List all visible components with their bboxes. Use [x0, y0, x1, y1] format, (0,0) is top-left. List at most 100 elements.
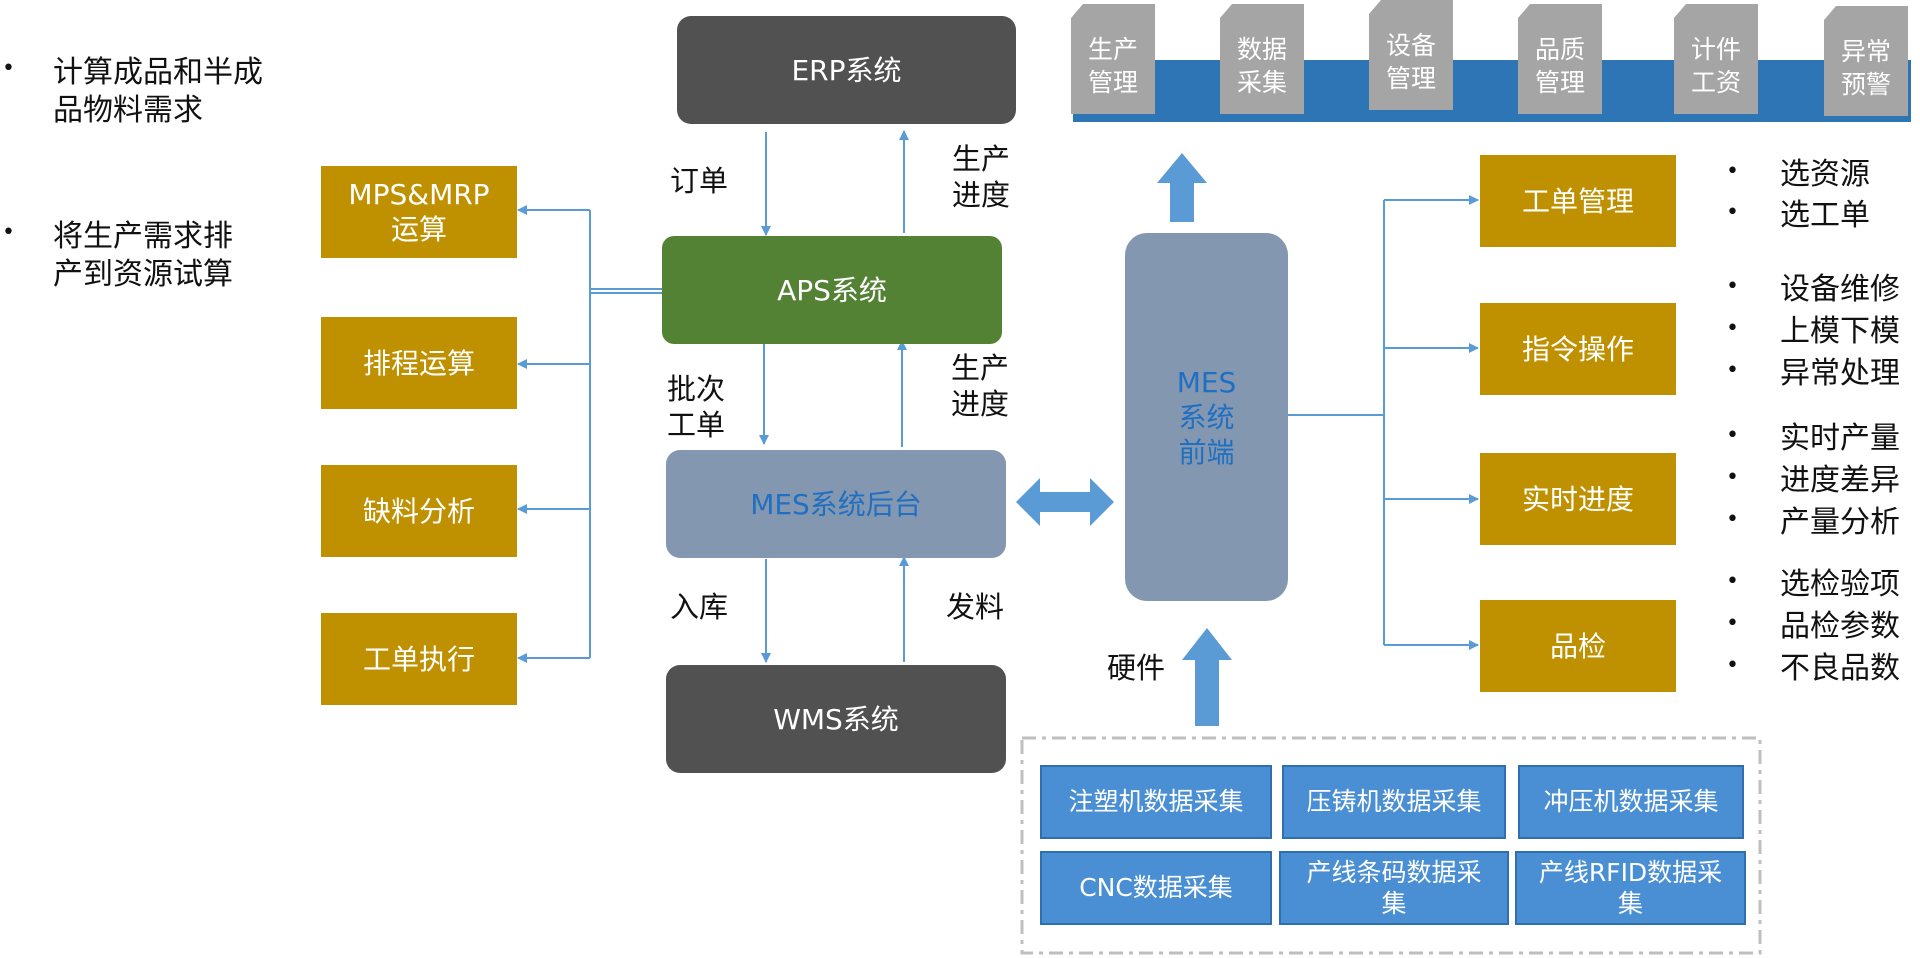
tab-shape	[1071, 4, 1155, 114]
wms-system-label: WMS系统	[773, 702, 899, 736]
module-tab-data-collection-text: 数据采集	[1236, 35, 1287, 97]
bullet-dot: •	[1726, 159, 1739, 184]
erp-system-box: ERP系统	[677, 16, 1016, 124]
bullet-progress-variance: 进度差异	[1780, 463, 1900, 498]
work-order-execution-box: 工单执行	[321, 613, 517, 705]
bullet-select-order: 选工单	[1780, 198, 1870, 233]
bidirectional-arrow	[1016, 478, 1114, 526]
mps-mrp-line2: 运算	[390, 213, 447, 246]
injection-machine-collection-label: 注塑机数据采集	[1068, 787, 1244, 817]
left-note-1: • 计算成品和半成 品物料需求	[2, 55, 302, 135]
rfid-collection-line1: 产线RFID数据采	[1538, 857, 1723, 887]
bullets-work-order: • 选资源 • 选工单	[1726, 156, 1916, 236]
left-note-1-line2: 品物料需求	[53, 93, 203, 128]
module-tab-data-collection: 数据采集	[1220, 4, 1304, 114]
instruction-operation-label: 指令操作	[1521, 332, 1634, 366]
left-note-1-line1: 计算成品和半成	[53, 55, 263, 90]
modules-banner	[1073, 60, 1911, 122]
module-tab-alert: 异常预警	[1824, 6, 1908, 116]
bullet-dot: •	[1726, 358, 1739, 383]
inspection-box: 品检	[1480, 600, 1676, 692]
bullet-dot: •	[1726, 200, 1739, 225]
bullet-select-inspection-item: 选检验项	[1780, 567, 1900, 602]
bullet-output-analysis: 产量分析	[1780, 505, 1900, 540]
mes-frontend-line1: MES	[1176, 365, 1237, 399]
stamping-collection-label: 冲压机数据采集	[1543, 787, 1719, 817]
module-tab-equipment: 设备管理	[1369, 0, 1453, 110]
erp-progress-label: 生产 进度	[952, 141, 1010, 214]
module-tab-piecework-text: 计件工资	[1690, 35, 1741, 97]
injection-machine-collection-box: 注塑机数据采集	[1040, 765, 1272, 839]
bullet-defect-count: 不良品数	[1780, 651, 1900, 686]
bullet-select-resource: 选资源	[1780, 157, 1870, 192]
cnc-collection-label: CNC数据采集	[1079, 873, 1233, 903]
work-order-management-box: 工单管理	[1480, 155, 1676, 247]
scheduling-box: 排程运算	[321, 317, 517, 409]
bullet-dot: •	[1726, 465, 1739, 490]
instruction-operation-box: 指令操作	[1480, 303, 1676, 395]
bullet-inspection-params: 品检参数	[1780, 609, 1900, 644]
bullet-dot: •	[2, 220, 15, 245]
barcode-collection-line2: 集	[1381, 889, 1407, 918]
hardware-label: 硬件	[1107, 651, 1166, 685]
module-tab-production: 生产管理	[1071, 4, 1155, 114]
barcode-collection-box: 产线条码数据采 集	[1279, 851, 1509, 925]
cnc-collection-box: CNC数据采集	[1040, 851, 1272, 925]
left-note-2-line1: 将生产需求排	[53, 219, 233, 254]
bullet-dot: •	[1726, 274, 1739, 299]
bullets-inspection: • 选检验项 • 品检参数 • 不良品数	[1726, 566, 1920, 691]
tab-shape	[1220, 4, 1304, 114]
bullet-dot: •	[1726, 611, 1739, 636]
shortage-analysis-box: 缺料分析	[321, 465, 517, 557]
aps-system-label: APS系统	[777, 273, 887, 307]
batch-order-label: 批次 工单	[667, 371, 725, 444]
bullet-dot: •	[1726, 653, 1739, 678]
module-tab-piecework: 计件工资	[1674, 4, 1758, 114]
module-tab-quality: 品质管理	[1518, 4, 1602, 114]
tab-shape	[1518, 4, 1602, 114]
erp-progress-line2: 进度	[952, 178, 1011, 213]
bullets-progress: • 实时产量 • 进度差异 • 产量分析	[1726, 420, 1920, 545]
bullet-dot: •	[1726, 507, 1739, 532]
inspection-label: 品检	[1549, 629, 1606, 663]
stamping-collection-box: 冲压机数据采集	[1518, 765, 1744, 839]
tab-shape	[1369, 0, 1453, 110]
scheduling-label: 排程运算	[362, 346, 475, 380]
rfid-collection-box: 产线RFID数据采 集	[1515, 851, 1746, 925]
shortage-analysis-label: 缺料分析	[362, 494, 475, 528]
rfid-collection-line2: 集	[1617, 889, 1643, 918]
bullet-mold-change: 上模下模	[1780, 314, 1900, 349]
bullet-equipment-repair: 设备维修	[1780, 272, 1900, 307]
module-tab-production-text: 生产管理	[1087, 35, 1138, 97]
aps-progress-line2: 进度	[951, 387, 1010, 422]
mes-frontend-line3: 前端	[1178, 435, 1235, 469]
module-tab-quality-text: 品质管理	[1534, 35, 1585, 97]
data-collection-frame	[1020, 736, 1762, 955]
mes-backend-box: MES系统后台	[666, 450, 1006, 558]
left-note-2: • 将生产需求排 产到资源试算	[2, 219, 302, 299]
mes-frontend-box: MES 系统 前端	[1125, 233, 1288, 601]
die-casting-collection-label: 压铸机数据采集	[1306, 787, 1482, 817]
realtime-progress-box: 实时进度	[1480, 453, 1676, 545]
bullet-dot: •	[1726, 423, 1739, 448]
erp-system-label: ERP系统	[791, 53, 902, 87]
bullet-dot: •	[2, 56, 15, 81]
up-arrow-to-modules	[1157, 153, 1207, 222]
batch-order-line1: 批次	[667, 372, 726, 406]
order-label: 订单	[670, 164, 729, 198]
aps-progress-label: 生产 进度	[951, 350, 1009, 423]
bullet-exception-handling: 异常处理	[1780, 356, 1900, 391]
mps-mrp-box: MPS&MRP 运算	[321, 166, 517, 258]
aps-progress-line1: 生产	[951, 351, 1010, 385]
mps-mrp-line1: MPS&MRP	[348, 178, 490, 211]
bullet-dot: •	[1726, 569, 1739, 594]
module-tab-alert-text: 异常预警	[1840, 37, 1891, 99]
wms-system-box: WMS系统	[666, 665, 1006, 773]
mes-backend-label: MES系统后台	[750, 487, 922, 521]
stock-in-label: 入库	[670, 590, 729, 624]
batch-order-line2: 工单	[667, 408, 726, 443]
work-order-management-label: 工单管理	[1521, 184, 1634, 218]
material-issue-label: 发料	[946, 590, 1005, 624]
module-tab-equipment-text: 设备管理	[1385, 31, 1436, 93]
